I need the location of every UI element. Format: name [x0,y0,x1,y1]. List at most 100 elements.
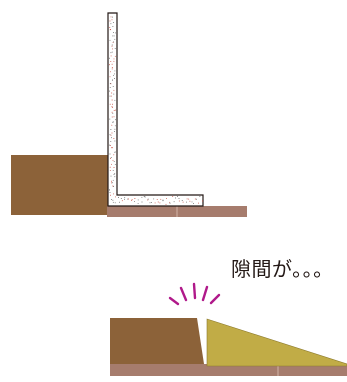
wall-texture-dot [121,200,123,202]
wall-texture-dot [137,202,139,204]
impact-burst-line [179,286,188,302]
wall-texture-dot [160,198,162,200]
wall-texture-dot [114,32,116,34]
wall-texture-dot [114,55,116,57]
wall-texture-dot [111,182,113,184]
wall-texture-dot [165,203,167,205]
wall-texture-dot [114,140,116,142]
wall-texture-dots [109,16,204,205]
wall-texture-dot [109,189,110,191]
wall-texture-dot [154,202,156,204]
wall-texture-dot [111,19,113,21]
wall-texture-dot [113,186,114,188]
wall-texture-dot [111,137,112,139]
wall-texture-dot [182,201,184,203]
wall-texture-dot [118,201,120,203]
wall-texture-dot [113,121,115,123]
wall-texture-dot [124,197,126,199]
wall-texture-dot [113,174,115,176]
wall-texture-dot [109,57,111,59]
wall-texture-dot [111,147,113,149]
wall-texture-dot [177,196,179,198]
wall-texture-dot [111,16,113,18]
wall-texture-dot [153,198,155,200]
wall-texture-dot [112,179,114,181]
wall-texture-dot [110,175,112,177]
wall-texture-dot [111,107,113,108]
wall-texture-dot [110,134,112,136]
wall-texture-dot [112,103,113,105]
wall-texture-dot [147,198,149,200]
wall-texture-dot [178,200,180,202]
impact-burst-icon [168,282,221,306]
wall-texture-dot [199,196,201,197]
wall-texture-dot [113,58,115,60]
wall-texture-dot [111,51,113,53]
impact-burst-line [168,296,180,306]
wall-texture-dot [112,86,114,88]
wall-texture-dot [141,201,143,203]
bottom-footing-strip [110,364,347,376]
wall-texture-dot [109,39,111,41]
wall-texture-dot [114,38,116,40]
wall-texture-dot [114,202,116,204]
top-illustration [11,12,247,217]
wall-texture-dot [112,22,114,24]
wall-texture-dot [113,160,115,162]
wall-texture-dot [131,200,133,202]
wall-texture-dot [114,78,115,79]
wall-texture-dot [114,99,116,101]
wall-texture-dot [111,180,113,182]
wall-texture-dot [112,169,114,171]
wall-texture-dot [114,125,116,127]
wall-texture-dot [131,198,133,200]
wall-texture-dot [111,124,113,126]
wall-texture-dot [110,158,111,160]
wall-texture-dot [188,198,190,200]
wall-texture-dot [113,60,115,62]
wall-texture-dot [137,199,139,201]
l-shaped-wall [107,12,204,207]
wall-texture-dot [115,196,116,198]
wall-texture-dot [134,200,135,202]
wall-texture-dot [111,132,113,134]
wall-texture-dot [110,129,112,130]
wall-texture-dot [124,198,126,200]
wall-texture-dot [189,200,191,202]
wall-texture-dot [175,197,177,199]
wall-texture-dot [114,176,116,178]
wall-texture-dot [112,112,114,114]
wall-texture-dot [111,63,113,65]
wall-texture-dot [113,35,115,37]
wall-texture-dot [114,128,116,130]
wall-texture-dot [113,193,114,195]
wall-texture-dot [114,163,116,165]
wall-texture-dot [112,121,114,123]
wall-texture-dot [150,202,152,204]
wall-texture-dot [111,99,113,101]
wall-texture-dot [110,16,112,18]
top-footing [107,206,247,217]
wall-texture-dot [193,203,194,205]
wall-texture-dot [109,86,111,88]
wall-texture-dot [114,119,116,121]
wall-texture-dot [113,116,115,118]
wall-texture-dot [109,90,111,92]
wall-texture-dot [195,198,197,200]
wall-texture-dot [109,27,111,28]
bottom-illustration [110,282,347,376]
wall-texture-dot [112,185,114,187]
wall-texture-dot [173,201,175,203]
wall-texture-dot [109,76,111,78]
wall-texture-dot [110,157,112,158]
wall-texture-dot [109,20,111,22]
impact-burst-line [201,285,209,302]
wall-texture-dot [110,52,112,54]
wall-texture-dot [113,110,115,112]
wall-texture-dot [186,198,188,200]
wall-texture-dot [202,197,204,199]
gap-caption: 隙間が。。。 [231,257,334,281]
wall-texture-dot [112,159,114,161]
wall-texture-dot [202,200,204,202]
